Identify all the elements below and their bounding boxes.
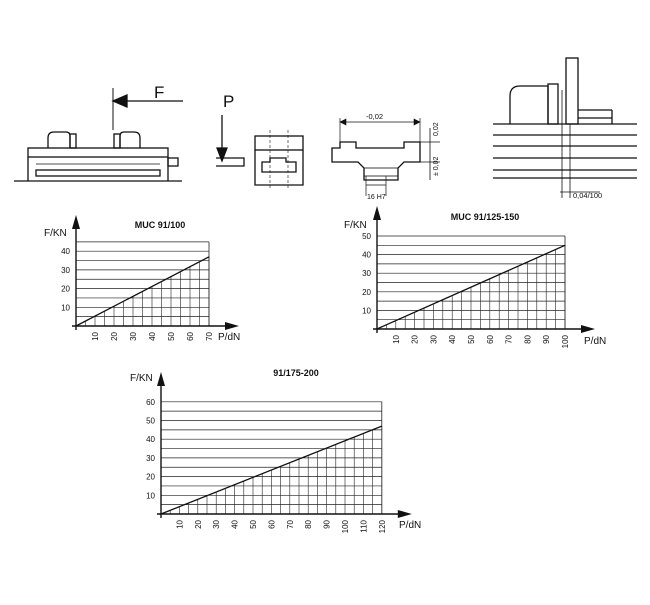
x-tick-label: 20: [411, 334, 420, 343]
x-axis-label: P/dN: [218, 332, 240, 343]
x-tick-label: 30: [129, 331, 138, 340]
parallelism-drawing: 0,04/100: [493, 57, 637, 200]
y-tick-label: 50: [146, 417, 155, 426]
chart-title: MUC 91/100: [135, 220, 186, 230]
x-tick-label: 80: [523, 334, 532, 343]
jaw-plate: [547, 83, 559, 125]
slide-t-slot: [261, 157, 297, 173]
x-tick-label: 20: [194, 519, 203, 528]
y-axis-arrow: [157, 372, 165, 386]
y-axis-label: F/KN: [44, 228, 67, 239]
y-tick-label: 60: [146, 398, 155, 407]
vise-drawing-pressure: P: [216, 92, 304, 190]
y-tick-label: 30: [362, 269, 371, 278]
y-tick-label: 10: [61, 303, 70, 312]
parallelism-label: 0,04/100: [573, 191, 602, 200]
x-tick-label: 120: [378, 519, 387, 533]
y-axis-arrow: [72, 215, 80, 229]
x-tick-label: 80: [304, 519, 313, 528]
x-tick-label: 60: [186, 331, 195, 340]
vise-fixed-jaw-plate: [69, 133, 77, 149]
x-tick-label: 40: [148, 331, 157, 340]
x-tick-label: 70: [286, 519, 295, 528]
x-tick-label: 90: [542, 334, 551, 343]
x-axis-arrow: [225, 322, 239, 330]
pressure-arrow-head: [216, 147, 228, 163]
measuring-block: [565, 57, 579, 125]
y-axis-label: F/KN: [130, 373, 153, 384]
y-axis-label: F/KN: [344, 220, 367, 231]
vise-drawing-force: F: [14, 83, 183, 182]
chart-muc-91-125-150: 10 20 30 40 50 10 20 30 40 50 60 70 80 90 100 MUC 91/12…: [344, 206, 606, 348]
x-axis-arrow: [397, 510, 412, 518]
y-tick-label: 20: [362, 288, 371, 297]
x-tick-label: 10: [91, 331, 100, 340]
x-tick-label: 40: [231, 519, 240, 528]
y-tick-label: 20: [61, 285, 70, 294]
width-tolerance-label: -0,02: [366, 112, 383, 121]
vise-body-slot: [35, 169, 161, 177]
y-tick-label: 50: [362, 232, 371, 241]
y-tick-label: 10: [362, 306, 371, 315]
x-tick-label: 100: [341, 519, 350, 533]
vise-moving-jaw: [119, 131, 141, 148]
y-axis-arrow: [373, 206, 381, 220]
x-tick-label: 60: [486, 334, 495, 343]
chart-title: 91/175-200: [273, 368, 319, 378]
width-dim-arrow-left: [339, 118, 347, 126]
y-tick-label: 40: [362, 251, 371, 260]
jaw-body: [509, 85, 549, 124]
slot-fit-label: 16 H7: [367, 194, 386, 201]
vise-fixed-jaw: [47, 131, 71, 148]
y-tick-label: 10: [146, 491, 155, 500]
vise-moving-jaw-plate: [113, 133, 121, 149]
x-tick-label: 70: [205, 331, 214, 340]
pressure-label: P: [223, 92, 234, 111]
guide-key: [363, 167, 399, 177]
slide-body: [254, 150, 304, 186]
height-tolerance-top-label: 0,02: [433, 122, 440, 136]
x-tick-label: 40: [448, 334, 457, 343]
slide-plate: [216, 157, 245, 167]
chart-91-175-200: 10 20 30 40 50 60 10 20 30 40 50 60 70 80 90 100 110 120 9…: [130, 368, 421, 533]
x-tick-label: 60: [267, 519, 276, 528]
vise-screw-knob: [167, 157, 179, 167]
x-tick-label: 100: [561, 334, 570, 348]
x-tick-label: 50: [249, 519, 258, 528]
force-arrow-head: [111, 94, 128, 108]
y-tick-label: 30: [146, 454, 155, 463]
x-tick-label: 110: [359, 519, 368, 532]
slide-top-block: [254, 135, 304, 151]
x-tick-label: 30: [212, 519, 221, 528]
x-tick-label: 90: [323, 519, 332, 528]
x-axis-arrow: [581, 325, 595, 333]
guide-profile-outline: [331, 141, 421, 181]
chart-title: MUC 91/125-150: [451, 212, 520, 222]
series-line: [376, 244, 566, 330]
height-tolerance-side-label: ± 0,02: [433, 156, 440, 176]
x-tick-label: 50: [467, 334, 476, 343]
series-line: [160, 425, 383, 515]
force-label: F: [154, 83, 164, 102]
y-tick-label: 30: [61, 266, 70, 275]
y-tick-label: 40: [61, 247, 70, 256]
x-tick-label: 20: [110, 331, 119, 340]
x-tick-label: 30: [429, 334, 438, 343]
x-axis-label: P/dN: [399, 520, 421, 531]
vise-body-top: [27, 147, 169, 158]
x-tick-label: 70: [505, 334, 514, 343]
series-line: [75, 256, 210, 327]
x-tick-label: 10: [392, 334, 401, 343]
y-tick-label: 40: [146, 435, 155, 444]
width-dim-arrow-right: [413, 118, 421, 126]
x-tick-label: 50: [167, 331, 176, 340]
y-tick-label: 20: [146, 473, 155, 482]
x-axis-label: P/dN: [584, 336, 606, 347]
guide-profile-drawing: -0,02 16 H7 0,02 ± 0,02: [331, 112, 440, 201]
x-tick-label: 10: [175, 519, 184, 528]
